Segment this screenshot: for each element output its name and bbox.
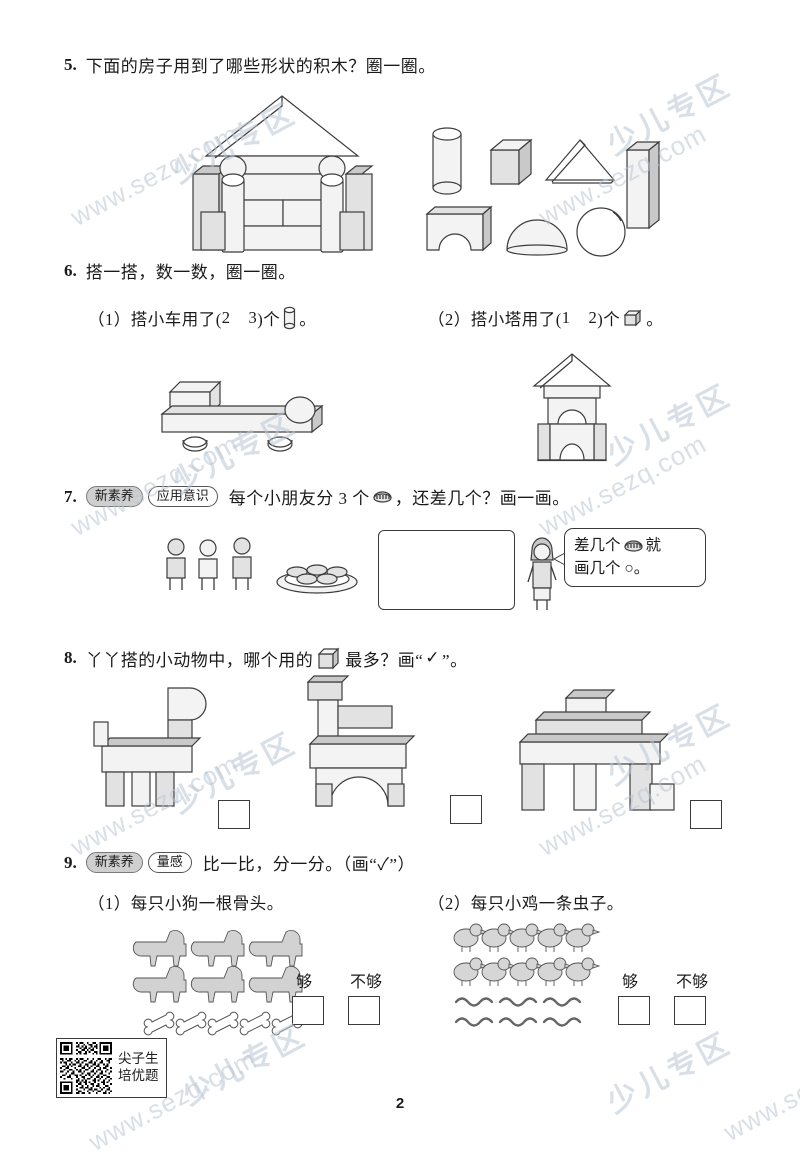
arch-block-shape [425,205,493,252]
q7-speech-bubble: 差几个 就 画几个 ○。 [564,528,706,587]
question-5-number: 5. [64,54,77,74]
q7-draw-answer-box[interactable] [378,530,515,610]
q9-2-checkbox-enough[interactable] [618,996,650,1025]
page-number: 2 [395,1095,405,1112]
rectangular-prism-shape [625,140,661,230]
question-8-header: 8. 丫丫搭的小动物中，哪个用的 最多？画“ ✓ ”。 [64,645,468,671]
q8-answer-box-2[interactable] [450,795,482,824]
block-dog-figure [92,682,222,810]
bubble-line-2: 就 [645,537,662,554]
dumpling-icon [623,539,643,552]
watermark-url: www.sezq.com [718,1033,800,1147]
bubble-line-1: 差几个 [574,537,621,554]
bubble-line-3: 画几个 ○。 [574,560,650,578]
question-9-header: 9. 新素养 量感 比一比，分一分。（画“✓”） [64,850,415,875]
dumpling-icon [373,490,392,503]
question-6-number: 6. [64,260,77,280]
question-9-item-2-label: （2）每只小鸡一条虫子。 [428,890,624,914]
question-6-header: 6. 搭一搭，数一数，圈一圈。 [64,258,296,283]
cube-icon [623,308,643,328]
question-8-text-before: 丫丫搭的小动物中，哪个用的 [85,650,314,670]
question-8-text-end: ”。 [442,650,468,670]
triangular-prism-shape [544,139,616,184]
qr-code-icon [60,1042,112,1094]
check-mark-glyph: ✓ [425,648,441,667]
question-6-item-2: （2）搭小塔用了( 1 2 )个 。 [428,306,663,330]
chicks-group [452,920,622,986]
question-5-header: 5. 下面的房子用到了哪些形状的积木？圈一圈。 [64,52,436,77]
question-7-text-before: 每个小朋友分 3 个 [228,489,370,508]
cylinder-shape [432,127,462,195]
teacher-figure [523,536,561,612]
half-sphere-shape [506,219,568,256]
toy-tower-figure [510,348,640,466]
kids-figure [162,536,262,592]
question-8-number: 8. [64,648,77,667]
speech-bubble-tail [553,552,566,566]
badge-application-awareness: 应用意识 [147,486,218,507]
q9-1-choice-enough-label: 够 [296,974,313,991]
question-8-text-after: 最多？画“ [345,650,424,670]
question-5-text: 下面的房子用到了哪些形状的积木？圈一圈。 [85,57,436,76]
qr-caption-line-2: 培优题 [118,1068,159,1083]
block-giraffe-figure [300,672,435,812]
question-7-number: 7. [64,486,77,506]
q9-2-checkbox-not-enough[interactable] [674,996,706,1025]
q8-answer-box-1[interactable] [218,800,250,829]
badge-new-literacy: 新素养 [85,486,143,507]
q9-2-choice-not-enough-label: 不够 [676,974,709,991]
q6-1-option-b[interactable]: 3 [248,308,258,327]
q6-1-period: 。 [299,310,317,329]
worms-group [452,992,622,1038]
q9-1-checkbox-enough[interactable] [292,996,324,1025]
badge-quantity-sense: 量感 [147,852,192,873]
sphere-shape [576,207,626,257]
cube-icon [316,645,342,671]
q9-2-label: （2）每只小鸡一条虫子。 [428,894,624,913]
q6-2-option-a[interactable]: 1 [561,308,571,327]
question-7-header: 7. 新素养 应用意识 每个小朋友分 3 个 ，还差几个？画一画。 [64,484,570,509]
cylinder-icon [283,306,296,330]
bones-group [143,1010,303,1036]
q6-2-option-b[interactable]: 2 [588,308,598,327]
block-house-figure [175,88,390,256]
q6-2-label: （2）搭小塔用了( [428,310,562,329]
qr-caption-line-1: 尖子生 [118,1051,159,1067]
question-6-item-1: （1）搭小车用了( 2 3 )个 。 [88,306,316,330]
question-9-number: 9. [64,852,77,872]
q9-1-checkbox-not-enough[interactable] [348,996,380,1025]
cube-shape [489,138,533,186]
qr-caption: 尖子生 培优题 [115,1039,166,1097]
q9-1-choice-not-enough-label: 不够 [350,974,383,991]
dogs-group [130,920,303,1003]
question-7-text-after: ，还差几个？画一画。 [394,489,570,508]
q6-1-tail: )个 [257,310,281,329]
q8-answer-box-3[interactable] [690,800,722,829]
question-9-item-1-label: （1）每只小狗一根骨头。 [88,890,284,914]
worksheet-page: www.sezq.com 少儿专区 www.sezq.com 少儿专区 www.… [56,52,800,1157]
q6-1-option-a[interactable]: 2 [221,308,231,327]
dumpling-plate-figure [275,552,360,594]
qr-code-block[interactable]: 尖子生 培优题 [56,1038,167,1098]
badge-new-literacy: 新素养 [85,852,143,873]
q9-1-label: （1）每只小狗一根骨头。 [88,894,284,913]
question-6-text: 搭一搭，数一数，圈一圈。 [85,263,296,282]
q6-2-tail: )个 [597,310,621,329]
block-bridge-animal-figure [512,680,682,820]
shape-choices [415,112,665,260]
q6-2-period: 。 [646,310,664,329]
q6-1-label: （1）搭小车用了( [88,310,222,329]
toy-car-figure [140,352,360,462]
question-9-text: 比一比，分一分。（画“✓”） [202,855,415,874]
q9-2-choice-enough-label: 够 [622,974,639,991]
